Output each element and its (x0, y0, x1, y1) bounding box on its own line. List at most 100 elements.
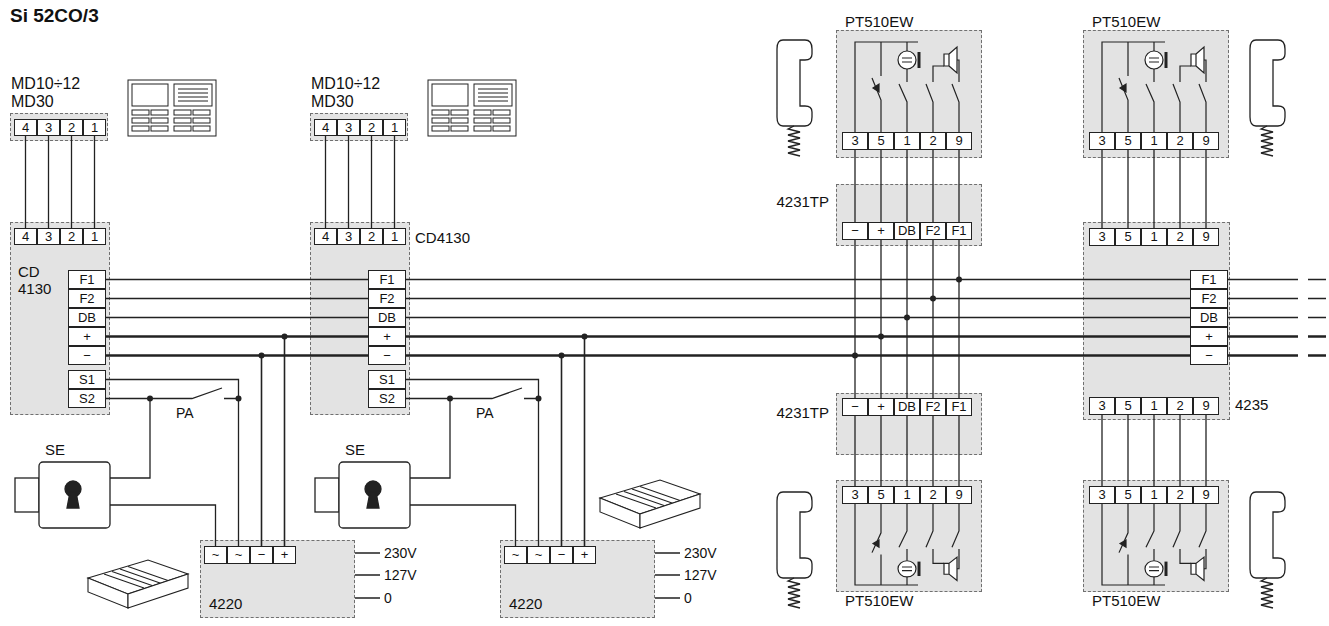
terminal-label: 1 (1141, 486, 1167, 504)
terminal-label: 9 (946, 132, 972, 150)
terminal-label: 1 (383, 119, 406, 136)
terminal-label: 4 (14, 228, 37, 245)
terminal-label: 3 (337, 119, 360, 136)
wire-connector (1102, 415, 1206, 486)
terminal-label: 3 (37, 228, 60, 245)
terminal-label: 3 (1089, 486, 1115, 504)
wire-connector (326, 136, 395, 228)
terminal-label: + (1190, 327, 1228, 346)
terminal-label: 1 (894, 486, 920, 504)
wire-connector (1102, 150, 1206, 228)
node-label: PT510EW (845, 592, 913, 609)
wire-connector (852, 240, 962, 398)
terminal-label: 4 (314, 228, 337, 245)
wire-label: 230V (384, 544, 417, 562)
wire-label: 0 (684, 589, 692, 607)
terminal-label: 2 (1167, 486, 1193, 504)
wire-label: 127V (384, 566, 417, 584)
wire-connector (855, 416, 959, 486)
node-label: 4231TP (776, 404, 829, 421)
node-label: SE (45, 441, 65, 458)
terminal-label: 2 (360, 228, 383, 245)
terminal-label: S1 (368, 370, 406, 389)
terminal-label: 4 (14, 119, 37, 136)
terminal-label: − (842, 222, 868, 240)
terminal-label: 3 (1089, 397, 1115, 415)
wire-connector (406, 399, 450, 479)
terminal-label: 3 (842, 486, 868, 504)
terminal-label: S2 (68, 389, 106, 408)
wire-connector (110, 505, 216, 546)
terminal-label: 5 (868, 486, 894, 504)
wire-label: PA (176, 404, 194, 422)
node-label: CD 4130 (18, 263, 51, 297)
terminal-label: + (573, 546, 596, 564)
wire-label: 230V (684, 544, 717, 562)
terminal-label: ~ (504, 546, 527, 564)
terminal-label: DB (368, 308, 406, 327)
wire-label: 127V (684, 566, 717, 584)
terminal-label: F1 (946, 398, 972, 416)
terminal-label: ~ (204, 546, 227, 564)
terminal-label: 2 (60, 228, 83, 245)
node-label: 4220 (509, 595, 542, 612)
terminal-label: 9 (946, 486, 972, 504)
terminal-label: 5 (1115, 132, 1141, 150)
terminal-label: + (273, 546, 296, 564)
terminal-label: + (868, 398, 894, 416)
terminal-label: F1 (1190, 270, 1228, 289)
node-label: 4231TP (776, 193, 829, 210)
terminal-label: 3 (337, 228, 360, 245)
terminal-label: 1 (383, 228, 406, 245)
terminal-label: 1 (1141, 228, 1167, 246)
terminal-label: 5 (868, 132, 894, 150)
node-label: MD10÷12 MD30 (11, 75, 80, 111)
wire-connector (106, 280, 368, 356)
terminal-label: F2 (1190, 289, 1228, 308)
node-label: PT510EW (845, 13, 913, 30)
node-label: MD10÷12 MD30 (311, 75, 380, 111)
terminal-label: 1 (894, 132, 920, 150)
terminal-label: 4 (314, 119, 337, 136)
terminal-label: F1 (946, 222, 972, 240)
wire-label: 0 (384, 589, 392, 607)
terminal-label: − (368, 346, 406, 365)
terminal-label: 3 (1089, 228, 1115, 246)
terminal-label: 9 (1193, 132, 1219, 150)
terminal-label: ~ (227, 546, 250, 564)
node-label: 4220 (209, 595, 242, 612)
terminal-label: 1 (1141, 397, 1167, 415)
terminal-label: 3 (842, 132, 868, 150)
terminal-label: − (1190, 346, 1228, 365)
terminal-label: S2 (368, 389, 406, 408)
terminal-label: 1 (83, 228, 106, 245)
terminal-label: 3 (1089, 132, 1115, 150)
terminal-label: 2 (1167, 228, 1193, 246)
terminal-label: 2 (1167, 397, 1193, 415)
wire-connector (406, 280, 1190, 356)
terminal-label: ~ (527, 546, 550, 564)
terminal-label: 2 (920, 486, 946, 504)
terminal-label: 3 (37, 119, 60, 136)
node-label: CD4130 (415, 229, 470, 246)
wire-connector (855, 150, 959, 222)
terminal-label: 5 (1115, 486, 1141, 504)
terminal-label: DB (68, 308, 106, 327)
wire-connector (410, 505, 516, 546)
terminal-label: 9 (1193, 486, 1219, 504)
terminal-label: − (550, 546, 573, 564)
terminal-label: + (868, 222, 894, 240)
wire-connector (26, 136, 95, 228)
terminal-label: 5 (1115, 228, 1141, 246)
wire-connector (106, 399, 150, 479)
node-label: PT510EW (1092, 13, 1160, 30)
terminal-label: 2 (360, 119, 383, 136)
terminal-label: − (842, 398, 868, 416)
wire-connector (406, 334, 588, 547)
terminal-label: 5 (1115, 397, 1141, 415)
terminal-label: 2 (1167, 132, 1193, 150)
wire-connector (106, 334, 288, 547)
diagram-title: Si 52CO/3 (10, 5, 99, 27)
